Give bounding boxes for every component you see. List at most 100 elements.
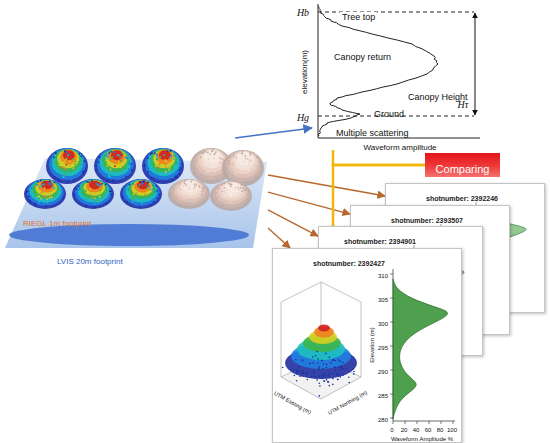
lidar-point (232, 165, 234, 167)
lidar-point (204, 151, 206, 153)
lidar-point (121, 196, 123, 198)
lidar-point (299, 375, 301, 377)
lidar-point (226, 206, 228, 208)
lidar-point (228, 160, 230, 162)
tick-label: 60 (425, 427, 432, 434)
lidar-point (142, 205, 144, 207)
lidar-point (220, 158, 222, 160)
lidar-point (183, 198, 185, 200)
tree-point-cloud (210, 181, 252, 211)
lidar-point (216, 179, 218, 181)
lidar-point (81, 164, 83, 166)
lidar-point (90, 190, 92, 192)
tree-point-cloud (94, 148, 136, 184)
tree-crown-layer (230, 151, 257, 174)
lidar-point (245, 203, 247, 205)
lidar-point (340, 376, 342, 378)
lidar-point (29, 201, 31, 203)
lidar-point (37, 196, 39, 198)
lidar-point (75, 161, 77, 163)
lidar-point (242, 197, 244, 199)
tree-crown-layer (176, 180, 203, 199)
lidar-point (183, 182, 185, 184)
lidar-point (25, 191, 27, 193)
tree-crown-layer (145, 148, 182, 180)
lidar-point (173, 188, 175, 190)
lidar-point (202, 152, 204, 154)
lidar-point (153, 201, 155, 203)
lidar-point (127, 191, 129, 193)
lidar-point (170, 150, 172, 152)
lidar-point (94, 197, 96, 199)
lidar-point (81, 168, 83, 170)
lidar-point (230, 194, 232, 196)
lidar-point (158, 164, 160, 166)
lidar-point (95, 182, 97, 184)
lidar-point (77, 192, 79, 194)
lidar-point (247, 199, 249, 201)
tree-crown-layer (221, 182, 243, 198)
lidar-point (241, 184, 243, 186)
lidar-point (306, 379, 308, 381)
lidar-point (325, 353, 327, 355)
lidar-point (132, 194, 134, 196)
lidar-point (230, 184, 232, 186)
lidar-point (211, 166, 213, 168)
lidar-point (96, 183, 98, 185)
lidar-point (338, 366, 340, 368)
box-edge (281, 302, 282, 377)
lidar-point (39, 196, 41, 198)
lidar-point (321, 359, 323, 361)
lidar-point (247, 170, 249, 172)
lidar-point (82, 167, 84, 169)
lidar-point (201, 191, 203, 193)
tree-point-cloud (24, 179, 66, 209)
lidar-point (249, 159, 251, 161)
lidar-point (179, 204, 181, 206)
lidar-point (112, 156, 114, 158)
lidar-point (92, 197, 94, 199)
lidar-point (49, 180, 51, 182)
lidar-point (40, 185, 42, 187)
lidar-point (147, 182, 149, 184)
tree-crown-layer (236, 152, 253, 166)
lidar-point (130, 168, 132, 170)
lidar-point (337, 379, 339, 381)
lidar-point (153, 196, 155, 198)
lidar-point (109, 151, 111, 153)
lidar-point (165, 161, 167, 163)
lidar-point (48, 183, 50, 185)
lidar-point (128, 183, 130, 185)
lidar-point (170, 154, 172, 156)
lidar-point (81, 201, 83, 203)
lidar-point (332, 378, 334, 380)
lidar-point (101, 197, 103, 199)
lidar-point (107, 153, 109, 155)
lidar-point (85, 198, 87, 200)
lidar-point (30, 201, 32, 203)
tree-point-cloud (46, 148, 88, 184)
canopy-surface (318, 325, 330, 332)
lidar-point (259, 161, 261, 163)
lidar-point (94, 206, 96, 208)
lidar-point (247, 158, 249, 160)
lidar-point (319, 385, 321, 387)
lidar-point (124, 196, 126, 198)
lidar-point (96, 199, 98, 201)
lidar-point (68, 153, 70, 155)
lidar-point (43, 201, 45, 203)
lidar-point (214, 162, 216, 164)
panel-title: shotnumber: 2394901 (344, 238, 416, 246)
plot-annotation: Tree top (340, 12, 377, 22)
tick-mark (390, 298, 393, 299)
lidar-point (165, 171, 167, 173)
lidar-point (201, 193, 203, 195)
lidar-point (325, 374, 327, 376)
lidar-point (306, 373, 308, 375)
tree-crown-layer (105, 149, 127, 168)
tree-crown-layer (134, 181, 151, 193)
tree-crown-layer (148, 149, 180, 176)
label-holder: Hτ (458, 94, 469, 112)
lidar-point (51, 183, 53, 185)
lidar-point (227, 189, 229, 191)
